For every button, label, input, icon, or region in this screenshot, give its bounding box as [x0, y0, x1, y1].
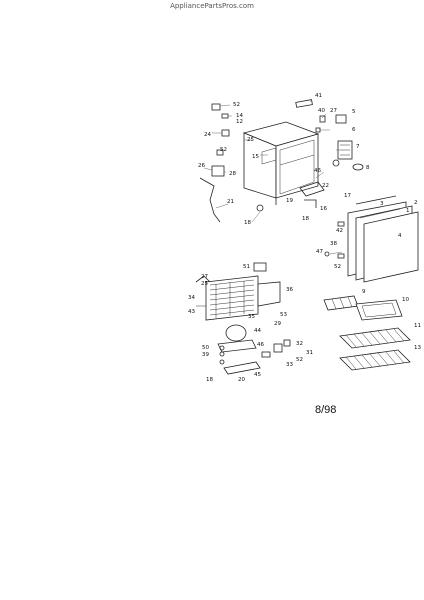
callout-22: 22: [322, 183, 329, 189]
door-assembly: [324, 195, 419, 283]
callout-26: 26: [198, 163, 205, 169]
callout-27: 27: [201, 274, 208, 280]
callout-45: 45: [254, 372, 261, 378]
callout-3: 3: [380, 201, 384, 207]
callout-12: 12: [236, 119, 243, 125]
callout-5: 5: [352, 109, 356, 115]
callout-16: 16: [320, 206, 327, 212]
callout-52: 52: [296, 357, 303, 363]
callout-35: 35: [248, 314, 255, 320]
callout-2: 2: [414, 200, 418, 206]
callout-52: 52: [220, 147, 227, 153]
date-code: 8/98: [315, 404, 337, 416]
callout-24: 24: [204, 132, 211, 138]
callout-47: 47: [316, 249, 323, 255]
callout-13: 13: [414, 345, 421, 351]
callout-18: 18: [244, 220, 251, 226]
callout-46: 46: [314, 168, 321, 174]
callout-20: 20: [238, 377, 245, 383]
callout-29: 29: [274, 321, 281, 327]
control-parts: [295, 99, 364, 208]
callout-32: 32: [296, 341, 303, 347]
callout-15: 15: [252, 154, 259, 160]
callout-53: 53: [280, 312, 287, 318]
callout-44: 44: [254, 328, 261, 334]
callout-18: 18: [206, 377, 213, 383]
site-watermark: AppliancePartsPros.com: [170, 2, 254, 10]
callout-25: 25: [247, 137, 254, 143]
callout-38: 38: [330, 241, 337, 247]
callout-50: 50: [202, 345, 209, 351]
callout-39: 39: [202, 352, 209, 358]
callout-42: 42: [336, 228, 343, 234]
callout-40: 40: [318, 108, 325, 114]
callout-52: 52: [233, 102, 240, 108]
wire-shelf-upper: [339, 327, 411, 349]
callout-labels: 52 14 12 24 25 52 15 26 28 21 18 41 40 2…: [188, 93, 421, 383]
callout-1: 1: [406, 208, 410, 214]
callout-8: 8: [366, 165, 370, 171]
callout-46: 46: [257, 342, 264, 348]
callout-33: 33: [286, 362, 293, 368]
callout-11: 11: [414, 323, 421, 329]
callout-52: 52: [334, 264, 341, 270]
callout-9: 9: [362, 289, 366, 295]
condenser-coil: [205, 275, 259, 321]
callout-41: 41: [315, 93, 322, 99]
callout-7: 7: [356, 144, 360, 150]
callout-14: 14: [236, 113, 243, 119]
callout-4: 4: [398, 233, 402, 239]
callout-31: 31: [306, 350, 313, 356]
callout-6: 6: [352, 127, 356, 133]
callout-27: 27: [330, 108, 337, 114]
callout-17: 17: [344, 193, 351, 199]
callout-34: 34: [188, 295, 195, 301]
callout-19: 19: [286, 198, 293, 204]
compressor-assembly: [195, 262, 291, 375]
leader-lines: [203, 99, 343, 255]
callout-43: 43: [188, 309, 195, 315]
wire-shelf-lower: [339, 349, 411, 371]
callout-25: 25: [201, 281, 208, 287]
callout-28: 28: [229, 171, 236, 177]
callout-51: 51: [243, 264, 250, 270]
callout-10: 10: [402, 297, 409, 303]
hinge-parts-upper: [199, 103, 264, 223]
callout-18: 18: [302, 216, 309, 222]
callout-21: 21: [227, 199, 234, 205]
shelves-and-trays: [323, 295, 411, 371]
callout-36: 36: [286, 287, 293, 293]
cabinet: [242, 121, 320, 205]
